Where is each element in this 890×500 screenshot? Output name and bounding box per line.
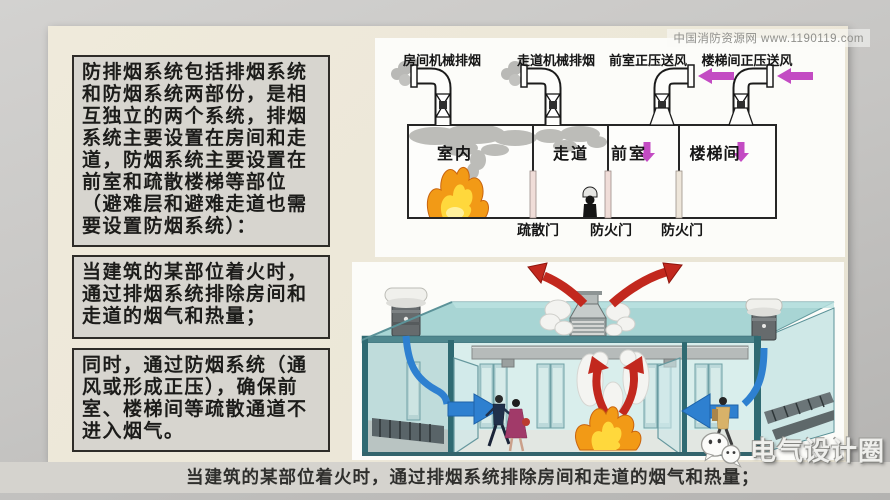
brand-watermark: 电气设计圈 bbox=[698, 428, 885, 470]
anteroom-supply-duct-icon bbox=[650, 65, 734, 125]
door-label-fire-2: 防火门 bbox=[661, 222, 703, 238]
note-box-exhaust: 当建筑的某部位着火时，通过排烟系统排除房间和走道的烟气和热量； bbox=[72, 255, 330, 339]
room-label-anteroom: 前室 bbox=[611, 144, 647, 163]
duct-label-room-exhaust: 房间机械排烟 bbox=[403, 53, 481, 68]
duct-label-staircase-supply: 楼梯间正压送风 bbox=[701, 53, 792, 68]
smoke-control-schematic: 房间机械排烟 走道机械排烟 前室正压送风 楼梯间正压送风 室内 走道 前室 楼梯… bbox=[375, 38, 845, 238]
room-outline bbox=[407, 124, 777, 219]
fire-icon bbox=[575, 406, 642, 454]
left-stairs-icon bbox=[372, 418, 444, 444]
fire-icon bbox=[426, 166, 489, 217]
building-cutaway-panel bbox=[352, 262, 844, 460]
caption-text: 当建筑的某部位着火时，通过排烟系统排除房间和走道的烟气和热量； bbox=[186, 467, 760, 487]
note-box-pressurization: 同时，通过防烟系统（通风或形成正压），确保前室、楼梯间等疏散通道不进入烟气。 bbox=[72, 348, 330, 452]
duct-label-corridor-exhaust: 走道机械排烟 bbox=[517, 53, 595, 68]
source-watermark: 中国消防资源网 www.1190119.com bbox=[667, 29, 870, 47]
evacuee-woman-icon bbox=[504, 399, 530, 452]
room-label-corridor: 走道 bbox=[552, 144, 589, 163]
room-label-indoor: 室内 bbox=[437, 144, 473, 163]
fire-door bbox=[675, 170, 683, 219]
wechat-logo-icon bbox=[700, 432, 742, 468]
door-label-fire-1: 防火门 bbox=[590, 222, 632, 238]
note-box-overview: 防排烟系统包括排烟系统和防烟系统两部份，是相互独立的两个系统，排烟系统主要设置在… bbox=[72, 55, 330, 247]
fire-door bbox=[604, 170, 612, 219]
building-cutaway-illustration bbox=[361, 262, 835, 456]
evacuation-door bbox=[529, 170, 537, 219]
door-label-evacuation: 疏散门 bbox=[517, 222, 559, 238]
exhaust-smoke-icon bbox=[539, 299, 636, 337]
rooftop-fan-icon-right bbox=[745, 298, 783, 341]
occupant-icon bbox=[582, 186, 598, 217]
staircase-supply-duct-icon bbox=[729, 65, 813, 125]
room-label-staircase: 楼梯间 bbox=[689, 144, 740, 163]
right-stairs-icon bbox=[764, 392, 834, 440]
brand-watermark-text: 电气设计圈 bbox=[750, 435, 886, 466]
rooftop-fan-icon-left bbox=[384, 287, 428, 337]
smoke-control-schematic-panel: 房间机械排烟 走道机械排烟 前室正压送风 楼梯间正压送风 室内 走道 前室 楼梯… bbox=[375, 38, 845, 257]
smoke-cloud-icon bbox=[409, 126, 607, 179]
glass-door-right bbox=[657, 357, 681, 456]
caption-strip: 当建筑的某部位着火时，通过排烟系统排除房间和走道的烟气和热量； bbox=[0, 462, 890, 493]
smoke-out-arrows bbox=[527, 262, 683, 308]
duct-label-anteroom-supply: 前室正压送风 bbox=[609, 53, 687, 68]
